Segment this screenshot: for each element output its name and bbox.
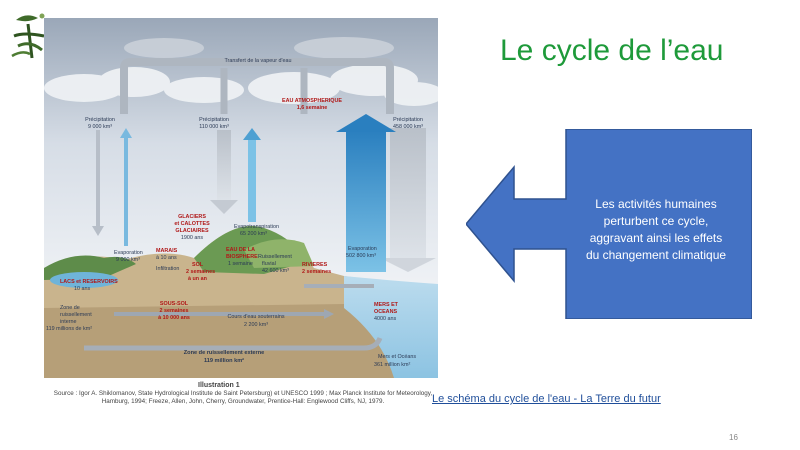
mers-time: 4000 ans [374,316,396,322]
leaf-logo-icon [11,13,45,59]
diagram-caption: Illustration 1 Source : Igor A. Shikloma… [48,382,438,406]
glaciers-label-2: et CALOTTES [174,221,210,227]
zone-interne-label-2: ruissellement [60,312,92,318]
biosphere-time: 1 semaine [228,261,253,267]
zone-externe-value: 119 million km² [204,357,244,364]
evap-left-value: 9 000 km³ [116,257,140,263]
source-link[interactable]: Le schéma du cycle de l'eau - La Terre d… [432,393,661,405]
rivieres-label: RIVIERES [302,262,328,268]
cours-eau-value: 2 200 km³ [244,322,268,328]
zone-interne-label: Zone de [60,305,80,311]
caption-title: Illustration 1 [198,382,240,389]
sous-sol-time-2: à 10 000 ans [158,315,190,321]
marais-label: MARAIS [156,248,178,254]
lacs-time: 10 ans [74,286,90,292]
slide-title: Le cycle de l’eau [500,34,724,67]
sea [344,276,438,378]
evapotrans-value: 65 200 km³ [240,231,267,237]
callout-line-1: Les activités humaines [595,197,717,211]
zone-interne-value: 119 millions de km² [46,326,92,332]
precip-mid-value: 110 000 km³ [199,124,229,130]
evap-right-label: Evaporation [348,246,377,252]
mers-label-2: OCEANS [374,309,397,315]
glaciers-time: 1900 ans [181,235,203,241]
sol-time-2: à un an [188,276,207,282]
water-cycle-illustration: Transfert de la vapeur d'eau EAU ATMOSPH… [44,18,438,378]
clouds [44,37,438,106]
precip-right-value: 458 000 km³ [393,124,423,130]
glaciers-label: GLACIERS [178,214,206,220]
callout-line-2: perturbent ce cycle, [603,214,709,228]
marais-time: à 10 ans [156,255,177,261]
sous-sol-time: 2 semaines [159,308,188,314]
water-cycle-diagram: Transfert de la vapeur d'eau EAU ATMOSPH… [44,18,438,378]
callout-line-3: aggravant ainsi les effets [589,231,723,245]
mers-label: MERS ET [374,302,399,308]
ruiss-fluvial-value: 42 600 km³ [262,268,289,274]
precip-right-label: Précipitation [393,117,423,123]
logo [8,6,52,64]
evap-left-label: Evaporation [114,250,143,256]
evapotrans-label: Evapotranspiration [234,224,279,230]
precip-left-value: 9 000 km³ [88,124,112,130]
caption-source: Source : Igor A. Shiklomanov, State Hydr… [53,390,433,405]
lacs-label: LACS et RESERVOIRS [60,279,118,285]
infiltration-label: Infiltration [156,266,179,272]
sous-sol-label: SOUS-SOL [160,301,189,307]
lake [50,272,118,288]
glaciers-label-3: GLACIAIRES [175,228,209,234]
biosphere-label-2: BIOSPHERE [226,254,258,260]
evap-right-value: 502 800 km³ [346,253,376,259]
rivieres-time: 2 semaines [302,269,331,275]
precip-left-label: Précipitation [85,117,115,123]
atmos-label: EAU ATMOSPHERIQUE [282,98,342,104]
zone-interne-label-3: interne [60,319,76,325]
zone-externe-label: Zone de ruissellement externe [184,350,265,356]
ruiss-fluvial-label-2: fluvial [262,261,276,267]
biosphere-label: EAU DE LA [226,247,255,253]
mers-oceans-value: 361 million km² [374,362,410,368]
sol-label: SOL [192,262,204,268]
vapour-transfer-label: Transfert de la vapeur d'eau [224,58,291,64]
precip-mid-label: Précipitation [199,117,229,123]
callout-line-4: du changement climatique [585,248,727,262]
mers-oceans-label: Mers et Océans [378,354,416,360]
cours-eau-label: Cours d'eau souterrains [227,314,284,320]
atmos-time: 1,6 semaine [297,105,328,111]
callout-text: Les activités humaines perturbent ce cyc… [566,196,746,264]
ruiss-fluvial-label: Ruissellement [258,254,292,260]
vapour-transfer-loop [120,58,394,114]
sol-time: 2 semaines [186,269,215,275]
page-number: 16 [729,433,738,442]
